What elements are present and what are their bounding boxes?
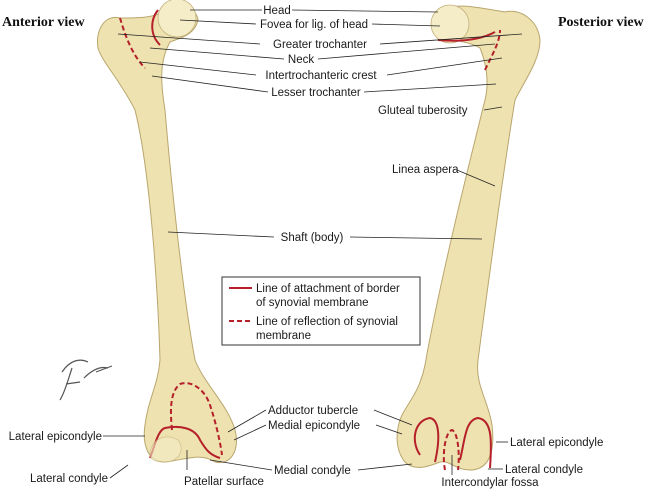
legend-dashed-text-2: membrane (256, 330, 311, 342)
label-head: Head (263, 5, 291, 17)
label-lateral-epicondyle-posterior: Lateral epicondyle (510, 437, 603, 449)
label-medial-condyle: Medial condyle (274, 465, 351, 477)
label-lateral-condyle-posterior: Lateral condyle (505, 464, 583, 476)
posterior-view-title: Posterior view (558, 15, 645, 30)
netter-signature (59, 359, 113, 401)
anterior-femur (96, 0, 237, 464)
label-lesser-trochanter: Lesser trochanter (271, 87, 361, 99)
legend-solid-text-1: Line of attachment of border (256, 283, 400, 295)
label-intertrochanteric-crest: Intertrochanteric crest (265, 70, 377, 82)
label-neck: Neck (288, 54, 314, 66)
label-shaft: Shaft (body) (281, 232, 344, 244)
label-adductor-tubercle: Adductor tubercle (268, 405, 358, 417)
label-fovea: Fovea for lig. of head (260, 19, 368, 31)
anterior-view-title: Anterior view (2, 15, 85, 30)
label-lateral-epicondyle-anterior: Lateral epicondyle (9, 431, 102, 443)
label-intercondylar-fossa: Intercondylar fossa (441, 477, 539, 489)
posterior-femur (396, 4, 541, 471)
label-greater-trochanter: Greater trochanter (273, 39, 367, 51)
label-linea-aspera: Linea aspera (392, 164, 459, 176)
legend-dashed-text-1: Line of reflection of synovial (256, 316, 398, 328)
leader-lines (103, 9, 523, 479)
label-patellar-surface: Patellar surface (184, 476, 264, 488)
label-medial-epicondyle: Medial epicondyle (268, 420, 360, 432)
legend: Line of attachment of border of synovial… (221, 276, 421, 346)
legend-solid-text-2: of synovial membrane (256, 297, 369, 309)
label-gluteal-tuberosity: Gluteal tuberosity (378, 105, 468, 117)
label-lateral-condyle-anterior: Lateral condyle (30, 473, 108, 485)
